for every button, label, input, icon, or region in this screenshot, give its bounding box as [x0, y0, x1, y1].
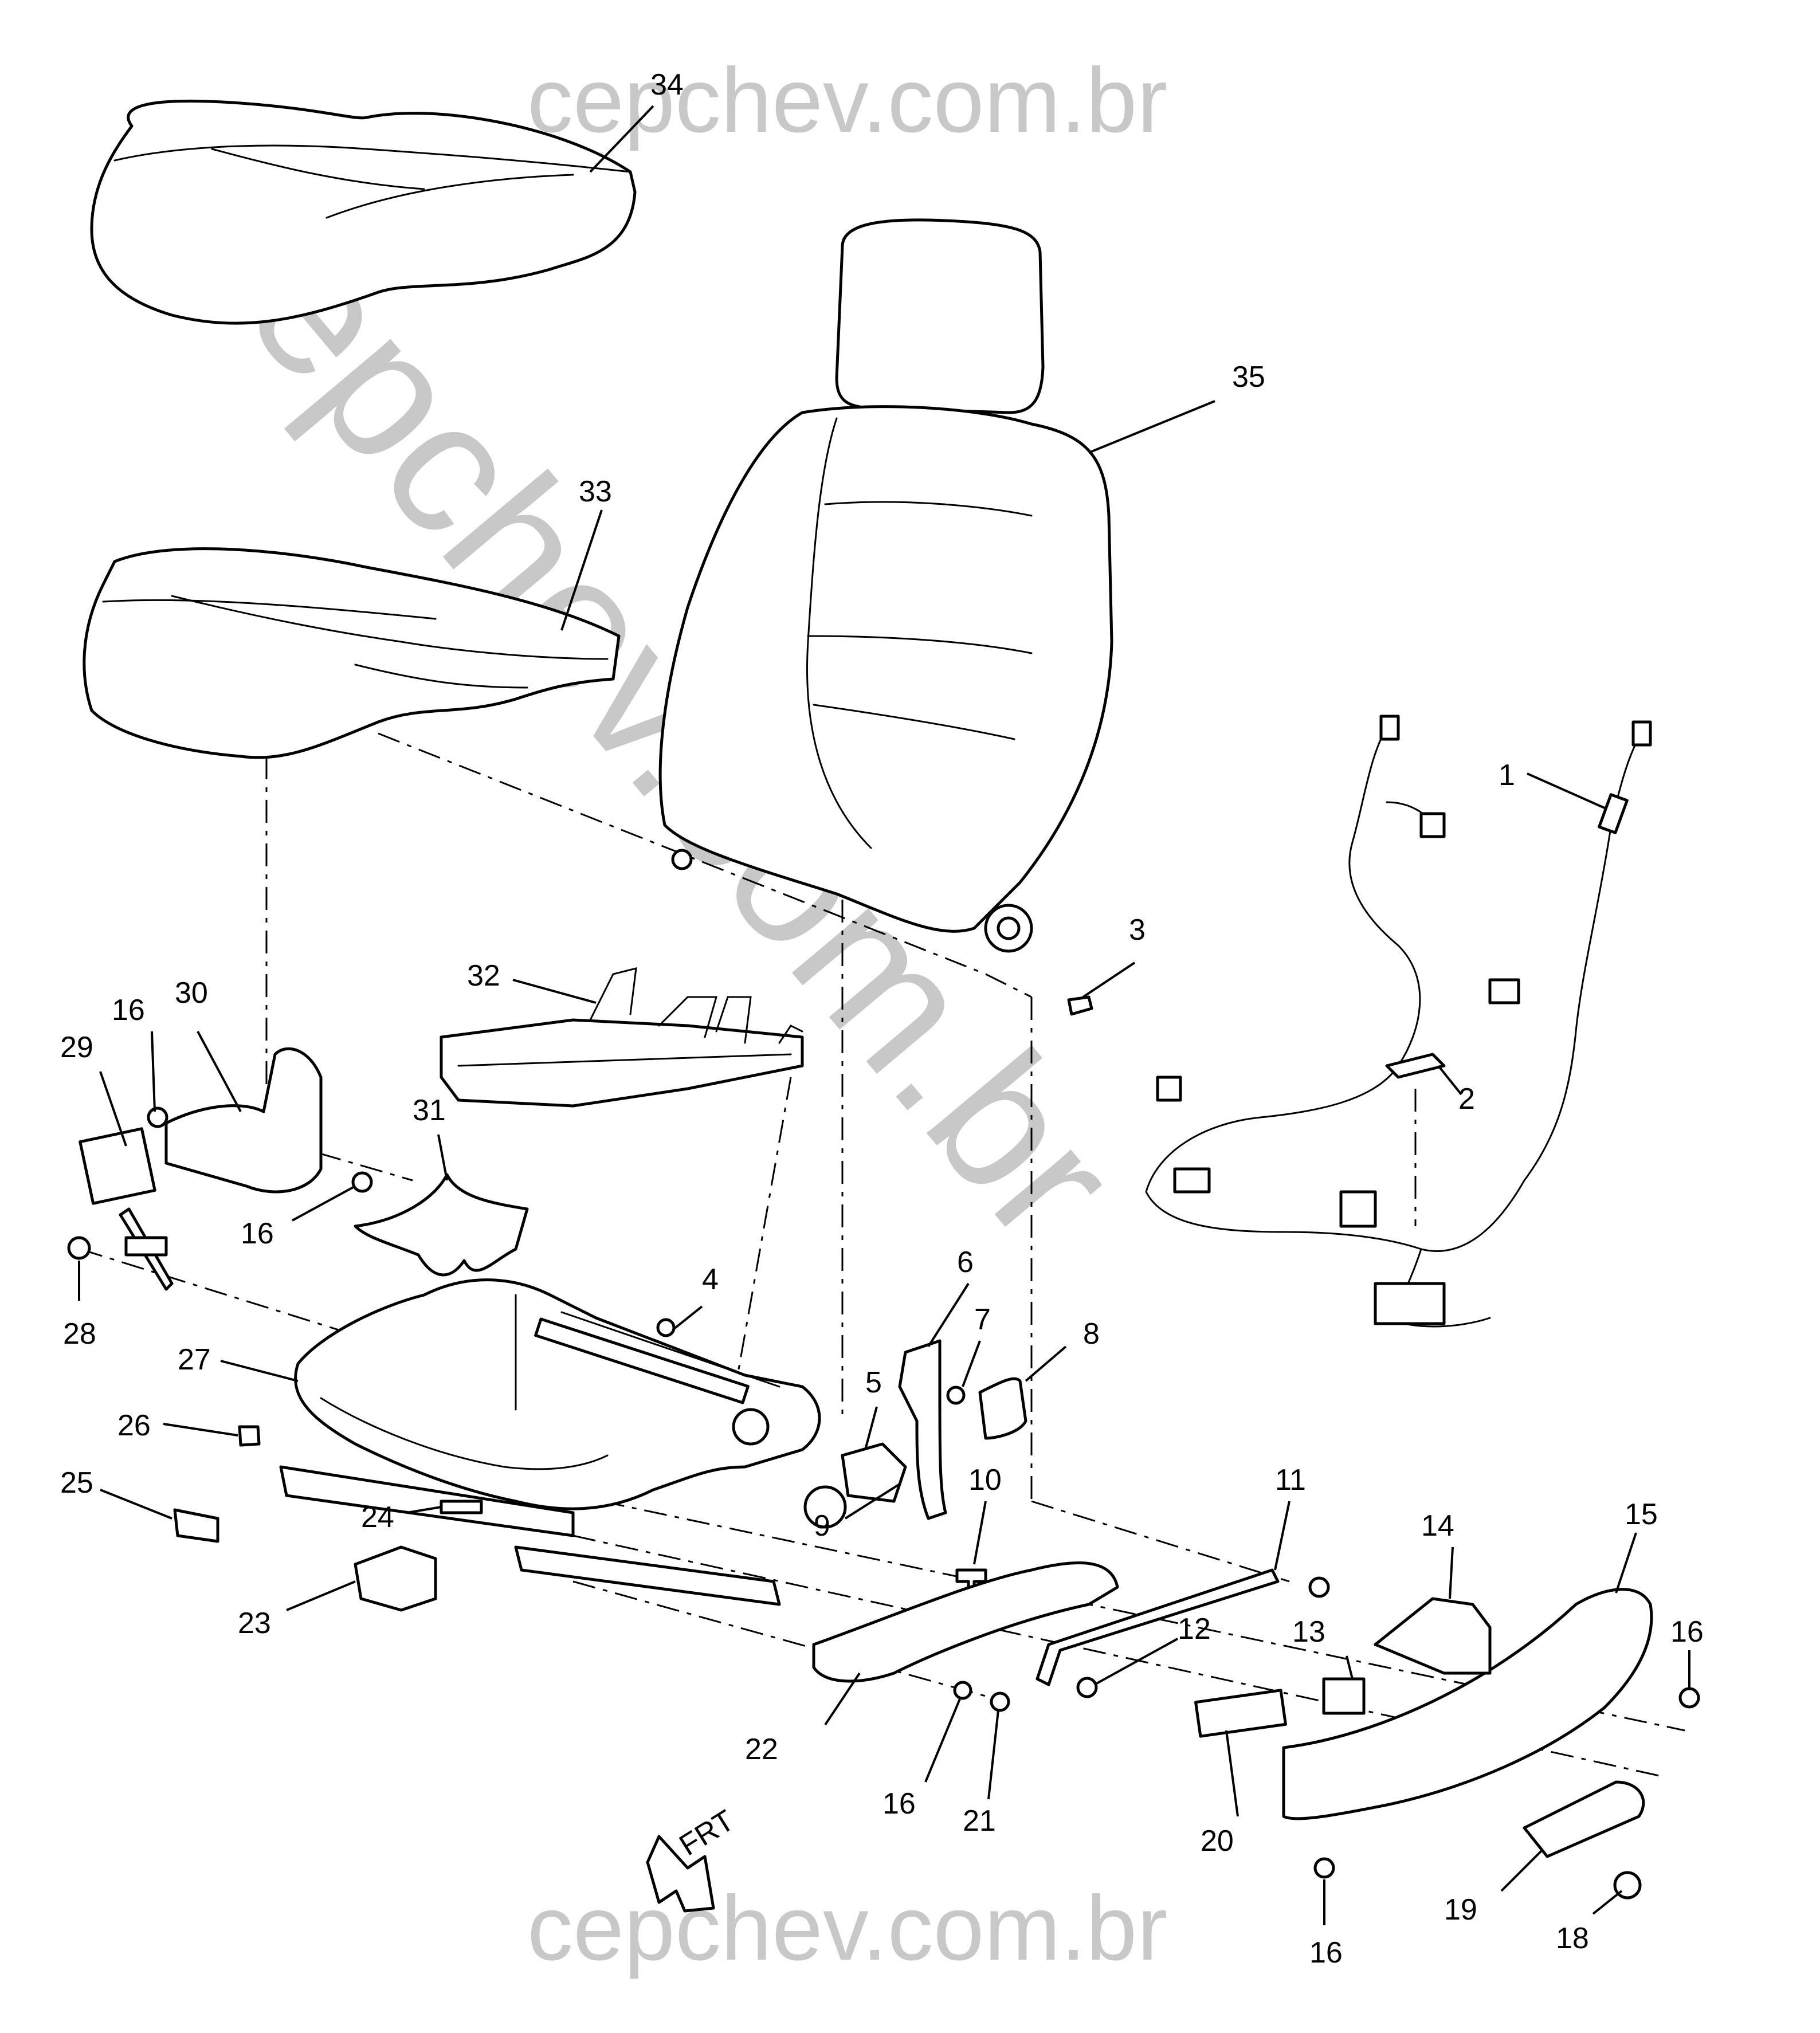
seat-cushion-cover — [90, 99, 637, 325]
front-label: FRT — [674, 1804, 740, 1862]
seat-trim-22 — [812, 1561, 1119, 1683]
clip-26 — [238, 1425, 261, 1447]
seat-switch-bezel-19 — [1523, 1780, 1645, 1858]
bolt-12b — [1308, 1576, 1330, 1598]
callout-30: 30 — [175, 976, 208, 1010]
leader-lines — [78, 105, 1690, 1925]
seat-adjuster-frame — [294, 1278, 821, 1510]
callout-14: 14 — [1421, 1509, 1454, 1543]
seat-recliner-cover-8 — [978, 1377, 1027, 1440]
callout-4: 4 — [702, 1263, 719, 1296]
seat-trim-panel-30 — [164, 1047, 323, 1194]
harness-bracket-2 — [1385, 1053, 1446, 1079]
callout-20: 20 — [1201, 1824, 1234, 1858]
callout-27: 27 — [178, 1343, 211, 1376]
callout-29: 29 — [60, 1031, 93, 1064]
seat-recliner-6 — [898, 1339, 947, 1520]
screw-16-d — [147, 1106, 168, 1128]
callout-1: 1 — [1499, 759, 1515, 792]
seat-cushion-pad — [83, 547, 621, 759]
callout-13: 13 — [1292, 1615, 1325, 1649]
callout-34: 34 — [650, 68, 684, 101]
callout-labels: 1 2 3 4 5 6 7 8 9 10 11 12 13 14 15 16 1… — [60, 68, 1704, 1969]
watermark-bottom: cepchev.com.br — [527, 1877, 1168, 1979]
callout-15: 15 — [1625, 1498, 1658, 1531]
nut-4 — [656, 1318, 676, 1337]
bolt-7 — [946, 1386, 966, 1405]
callout-19: 19 — [1444, 1893, 1477, 1926]
seat-adjuster-motor-23 — [354, 1545, 437, 1612]
cable-11 — [1035, 1568, 1280, 1686]
seat-wiring-harness — [1145, 715, 1652, 1328]
screw-16-c — [1313, 1857, 1335, 1879]
seat-switch-20 — [1194, 1689, 1287, 1738]
callout-6: 6 — [957, 1246, 974, 1279]
callout-16-left: 16 — [112, 994, 145, 1027]
clip-25 — [173, 1508, 219, 1543]
callout-22: 22 — [745, 1733, 778, 1766]
fastener-16-a — [953, 1681, 972, 1700]
callout-31: 31 — [413, 1094, 446, 1127]
callout-12: 12 — [1178, 1612, 1211, 1646]
seat-outer-trim-15 — [1282, 1588, 1653, 1820]
fastener-21 — [990, 1691, 1010, 1712]
screw-16-e — [351, 1171, 373, 1193]
callout-9: 9 — [814, 1509, 830, 1543]
callout-11: 11 — [1275, 1463, 1306, 1497]
seat-back-assembly — [658, 218, 1113, 953]
callout-32: 32 — [467, 959, 500, 992]
callout-33: 33 — [579, 475, 612, 508]
callout-3: 3 — [1129, 913, 1146, 947]
callout-16-middle: 16 — [241, 1217, 274, 1250]
seat-adjuster-rail-left — [279, 1465, 575, 1537]
seat-adjuster-drive-9 — [803, 1485, 847, 1529]
callout-8: 8 — [1083, 1317, 1100, 1351]
callout-25: 25 — [60, 1466, 93, 1500]
bolt-24 — [440, 1500, 483, 1514]
seat-switch-14 — [1374, 1597, 1492, 1675]
screw-16-b — [1678, 1687, 1700, 1709]
seat-cushion-suspension — [440, 967, 804, 1108]
callout-28: 28 — [63, 1317, 96, 1351]
callout-26: 26 — [117, 1409, 151, 1442]
seat-belt-buckle — [79, 1127, 174, 1291]
callout-16-right: 16 — [1670, 1615, 1704, 1649]
watermark-top: cepchev.com.br — [527, 49, 1168, 151]
callout-10: 10 — [968, 1463, 1002, 1497]
seat-adjuster-rail-right — [514, 1545, 781, 1606]
bolt-3 — [1067, 995, 1093, 1016]
bolt-12 — [1076, 1677, 1098, 1698]
callout-5: 5 — [865, 1366, 882, 1399]
seat-trim-panel-31 — [354, 1173, 529, 1277]
callout-16-bottom-center: 16 — [882, 1787, 916, 1820]
fastener-28 — [67, 1236, 91, 1260]
callout-35: 35 — [1232, 360, 1265, 394]
callout-16-bottom-right: 16 — [1309, 1936, 1343, 1969]
callout-21: 21 — [963, 1804, 996, 1838]
callout-18: 18 — [1556, 1922, 1589, 1955]
seat-switch-13 — [1322, 1677, 1366, 1715]
callout-24: 24 — [361, 1501, 394, 1534]
callout-2: 2 — [1458, 1082, 1475, 1116]
callout-23: 23 — [238, 1607, 271, 1640]
seat-adjuster-motor-5 — [841, 1442, 907, 1503]
callout-7: 7 — [974, 1303, 991, 1336]
